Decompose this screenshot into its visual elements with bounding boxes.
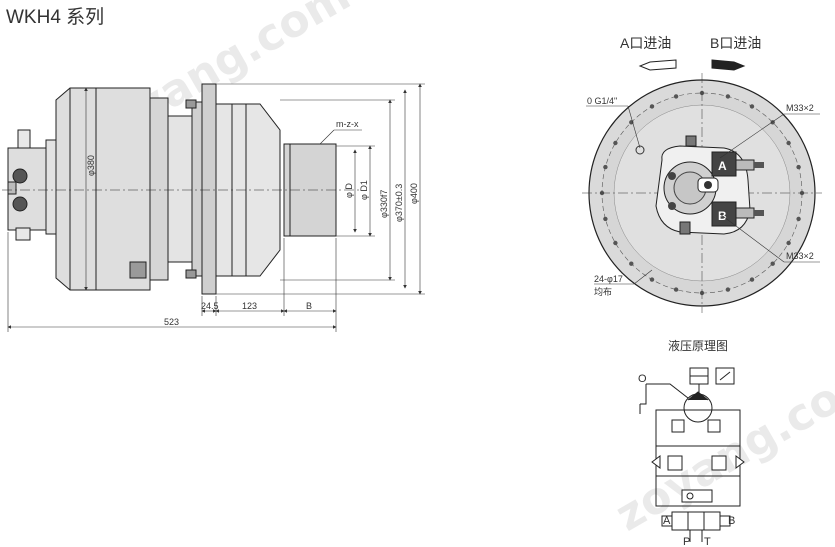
side-dimensions (7, 83, 425, 332)
m33-top-label: M33×2 (786, 103, 814, 113)
port-o-label: 0 G1/4" (587, 96, 617, 106)
bolt-hole (673, 287, 679, 292)
bolt-hole (749, 277, 755, 282)
schematic-title: 液压原理图 (668, 338, 728, 353)
schematic-o: O (638, 373, 647, 385)
m33-bottom-label: M33×2 (786, 251, 814, 261)
schematic-t: T (704, 536, 711, 547)
directional-valve (671, 511, 721, 531)
mounting-flange (201, 83, 217, 295)
dim-spline: m-z-x (336, 119, 359, 129)
port-a-tag: A (718, 159, 727, 173)
hydraulic-schematic: 液压原理图 O (638, 338, 745, 547)
dim-d380: φ380 (86, 155, 96, 176)
bolt-holes-label: 24-φ17 (594, 274, 623, 284)
bolt-hole (603, 164, 608, 170)
port-a-icon (12, 168, 28, 184)
bolt-hole (770, 261, 775, 266)
end-view: A口进油 B口进油 A B (582, 35, 822, 313)
schematic-b: B (728, 515, 735, 527)
bolt-hole (796, 216, 801, 222)
page-title: WKH4 系列 (6, 7, 105, 28)
bolt-hole (613, 140, 618, 146)
schematic-a: A (663, 515, 671, 527)
bolt-hole (649, 104, 655, 109)
rotation-cw-arrow (711, 59, 746, 71)
dim-b: B (306, 301, 312, 311)
bolt-hole (786, 140, 791, 146)
bolt-hole (673, 94, 679, 99)
side-view (2, 83, 360, 295)
dim-123: 123 (242, 301, 257, 311)
bolt-hole (629, 261, 634, 266)
gear-housing (167, 115, 193, 263)
dim-d330: φ330f7 (379, 190, 389, 218)
rotation-ccw-arrow (638, 59, 677, 71)
bolt-hole (649, 277, 655, 282)
dim-24-5: 24.5 (201, 301, 219, 311)
port-b-icon (12, 196, 28, 212)
bolt-hole (603, 216, 608, 222)
bolt-holes-note: 均布 (594, 286, 612, 297)
bolt-hole (786, 240, 791, 246)
rotation-b-label: B口进油 (710, 35, 761, 51)
bolt-hole (796, 164, 801, 170)
dim-d400: φ400 (409, 183, 419, 204)
dim-d: φ D (344, 183, 354, 198)
rotation-a-label: A口进油 (620, 35, 671, 51)
schematic-p: P (683, 536, 690, 547)
dim-d1: φ D1 (359, 180, 369, 200)
bolt-hole (725, 287, 731, 292)
bolt-hole (749, 104, 755, 109)
dim-d370: φ370±0.3 (394, 184, 404, 222)
dim-523: 523 (164, 317, 179, 327)
bolt-hole (725, 94, 731, 99)
bolt-hole (613, 240, 618, 246)
